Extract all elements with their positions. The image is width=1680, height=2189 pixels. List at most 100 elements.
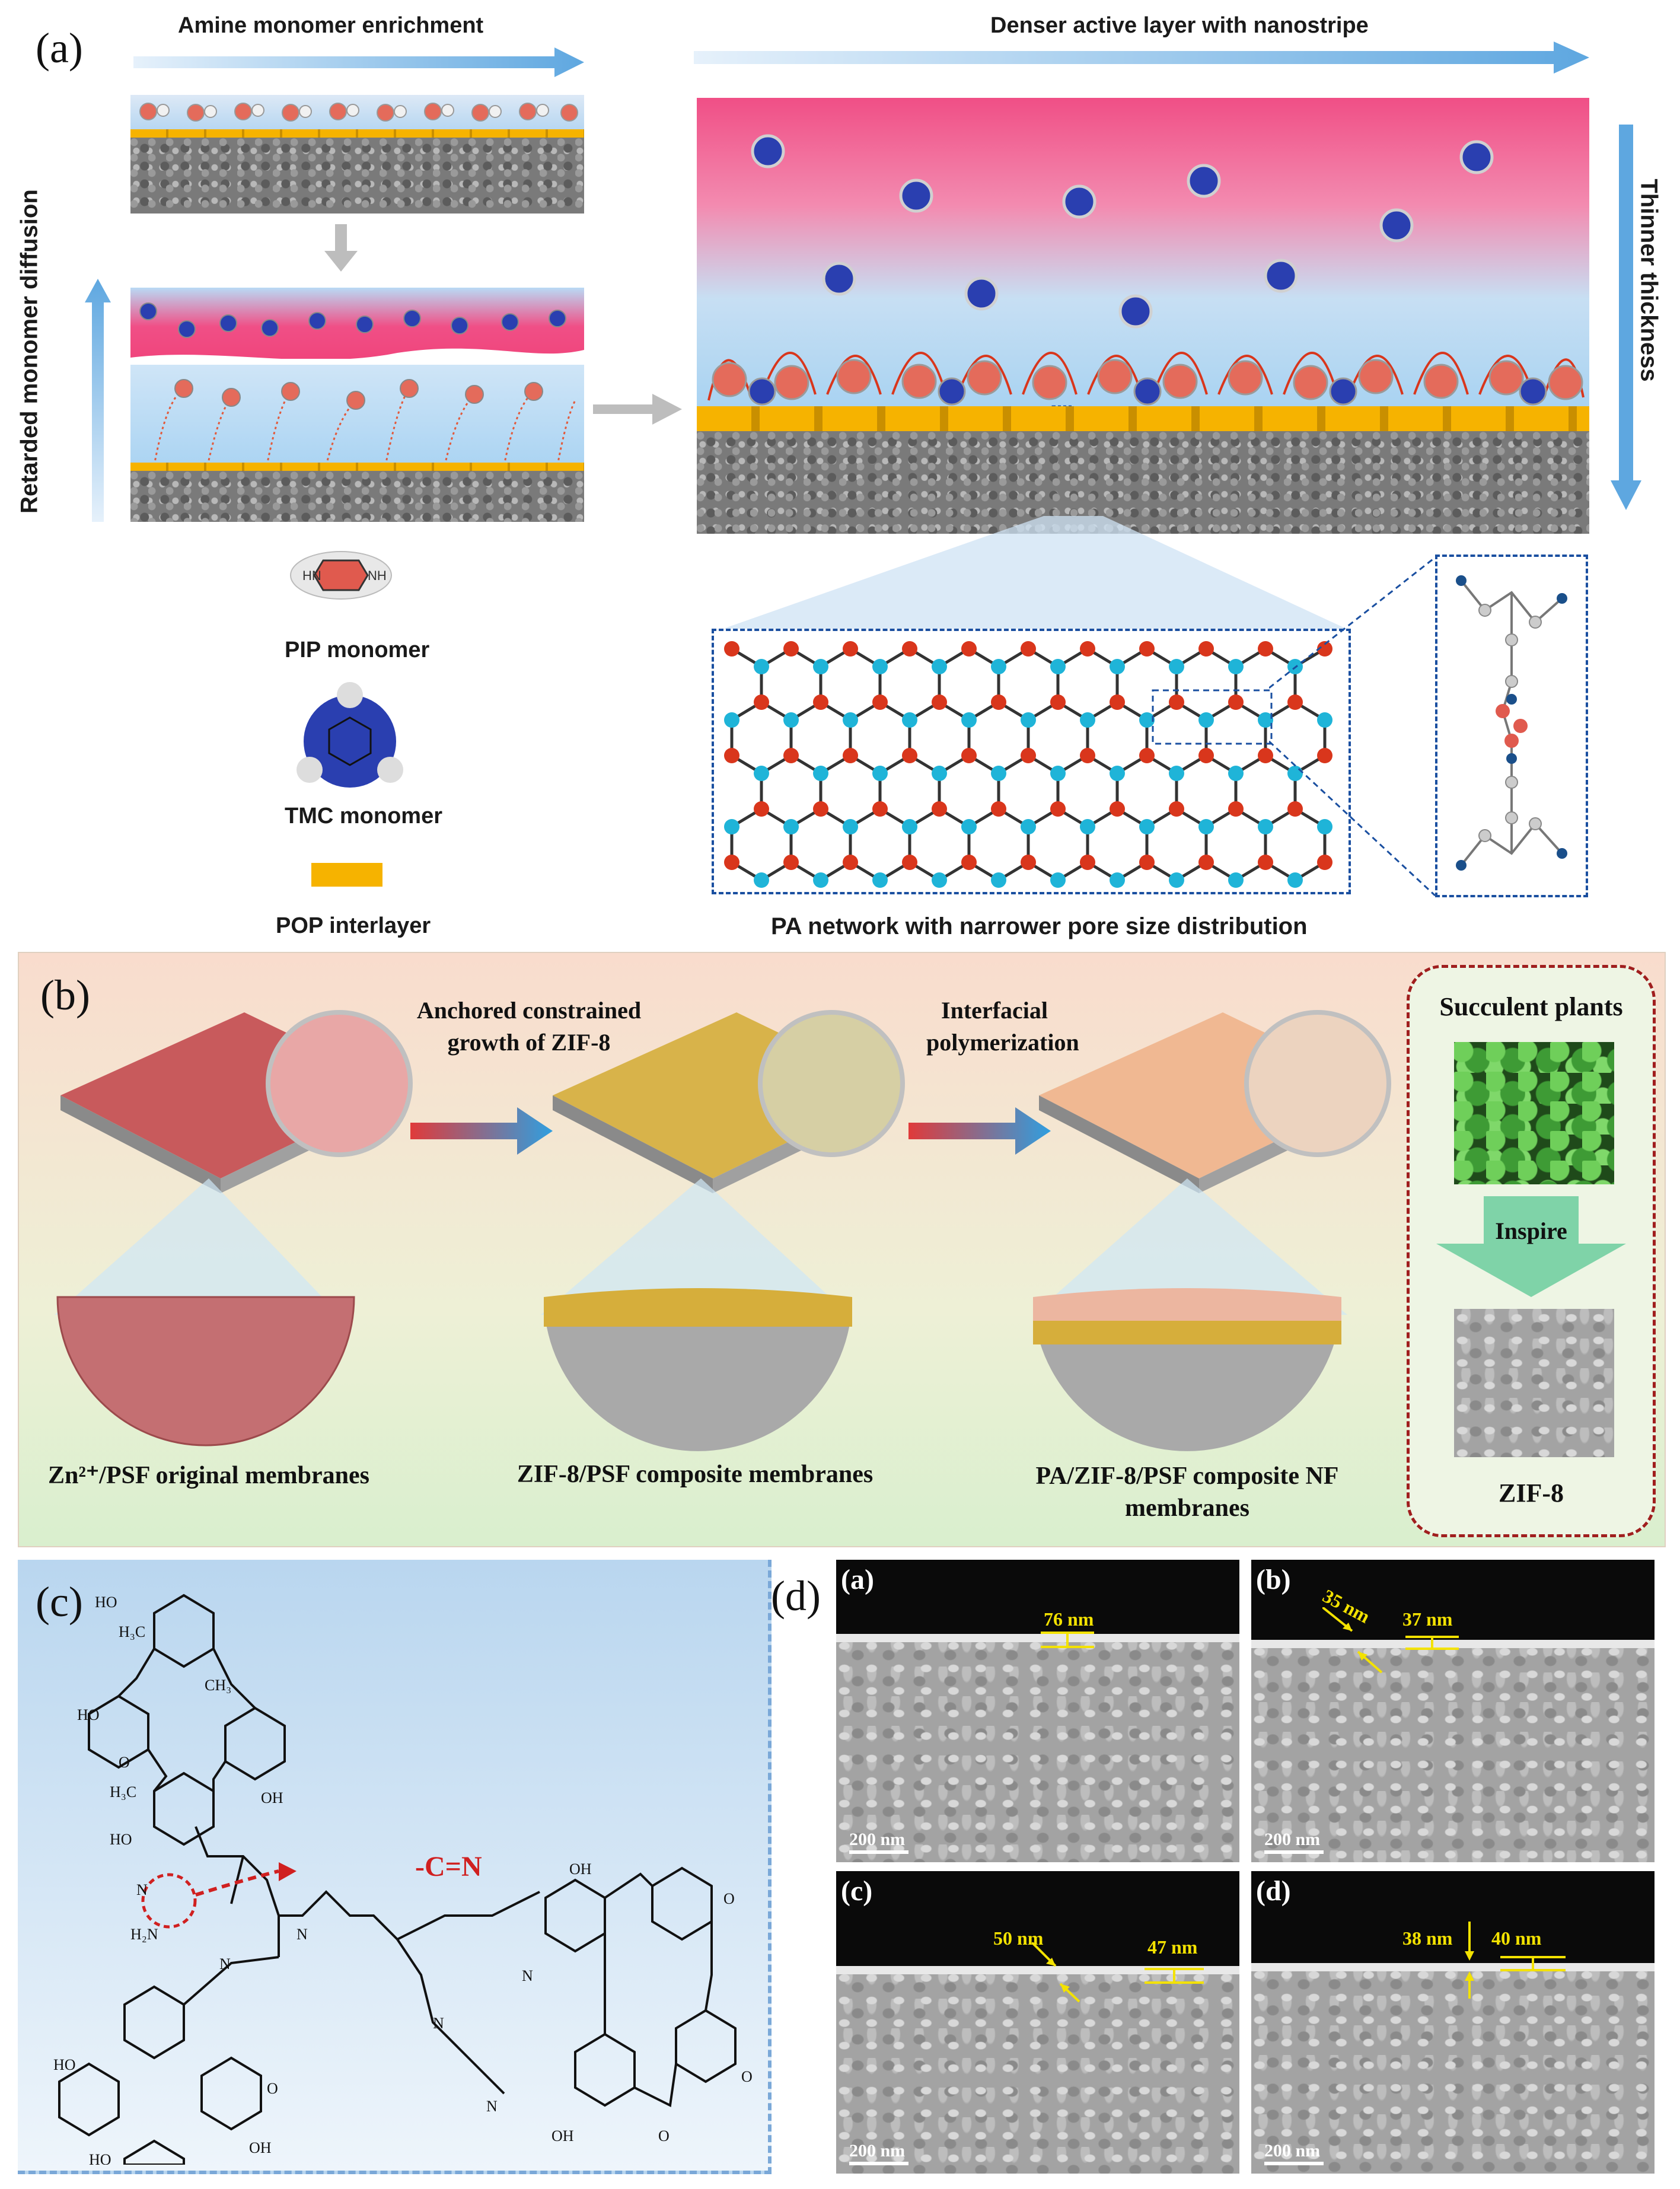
top-right-title: Denser active layer with nanostripe — [990, 13, 1369, 38]
caption-zif8-psf: ZIF-8/PSF composite membranes — [517, 1461, 874, 1488]
pop-interlayer-swatch — [311, 863, 382, 887]
sem-a-label: (a) — [841, 1564, 874, 1595]
svg-text:N: N — [486, 2098, 498, 2115]
sem-a-thickness: 76 nm — [1044, 1608, 1094, 1630]
active-layer-schematic — [697, 98, 1589, 534]
svg-text:H₃C: H₃C — [119, 1623, 145, 1640]
top-left-title: Amine monomer enrichment — [178, 13, 484, 38]
top-right-arrow — [694, 42, 1589, 74]
pa-network-box — [712, 629, 1351, 894]
sem-b-thickness-2: 37 nm — [1402, 1608, 1453, 1630]
diffusion-membrane — [130, 288, 584, 522]
panel-c-letter: (c) — [36, 1578, 83, 1626]
tmc-monomer-icon — [297, 682, 403, 788]
svg-text:HO: HO — [110, 1831, 132, 1848]
sem-d-scale: 200 nm — [1264, 2141, 1321, 2161]
svg-text:O: O — [119, 1754, 130, 1771]
zif8-label: ZIF-8 — [1499, 1479, 1564, 1508]
panel-b-letter: (b) — [40, 971, 90, 1019]
sem-d-label: (d) — [1256, 1875, 1291, 1907]
enrichment-membrane — [130, 95, 584, 214]
sem-image-d: (d) 38 nm 40 nm 200 nm — [1251, 1871, 1655, 2174]
svg-text:OH: OH — [261, 1789, 283, 1806]
svg-text:O: O — [741, 2068, 753, 2085]
chain-zoom-box — [1435, 555, 1588, 897]
caption-zn-psf: Zn²⁺/PSF original membranes — [48, 1462, 369, 1489]
arrow-step1 — [410, 1107, 553, 1155]
zn-psf-cross-section — [56, 1296, 355, 1446]
pa-zif8-psf-membrane — [1039, 1010, 1391, 1193]
succulent-box: Succulent plants Inspire ZIF-8 — [1407, 965, 1656, 1537]
sem-b-label: (b) — [1256, 1564, 1291, 1595]
svg-text:O: O — [723, 1890, 735, 1907]
step2-label: Interfacial polymerization — [926, 997, 1079, 1056]
pip-monomer-icon: HN NH — [290, 551, 392, 600]
cones — [55, 1178, 1347, 1315]
svg-text:N: N — [522, 1967, 533, 1984]
sem-d-thickness-1: 38 nm — [1402, 1927, 1453, 1949]
sem-b-arrows — [1322, 1607, 1459, 1674]
sem-image-a: (a) 76 nm 200 nm — [836, 1560, 1239, 1862]
zoom-cone — [723, 516, 1346, 629]
sem-b-scale: 200 nm — [1264, 1830, 1321, 1849]
pop-interlayer-label: POP interlayer — [276, 913, 431, 938]
svg-text:HO: HO — [53, 2056, 76, 2073]
svg-text:OH: OH — [552, 2127, 574, 2145]
svg-text:HN: HN — [302, 568, 321, 583]
sem-a-scale: 200 nm — [849, 1830, 906, 1849]
panel-a: (a) Amine monomer enrichment Denser acti… — [0, 0, 1680, 949]
panel-b: (b) Anchored constrained growth of ZIF-8… — [18, 952, 1666, 1547]
svg-text:N: N — [136, 1881, 148, 1898]
cn-annotation: -C=N — [415, 1851, 482, 1882]
arrow-step2 — [908, 1107, 1051, 1155]
inspire-label: Inspire — [1495, 1218, 1567, 1244]
tmc-monomer-label: TMC monomer — [285, 804, 442, 829]
svg-text:HO: HO — [95, 1594, 117, 1611]
down-arrow — [324, 224, 358, 272]
zn-psf-membrane — [60, 1010, 413, 1193]
right-vertical-arrow — [1611, 125, 1641, 510]
top-left-arrow — [133, 47, 584, 77]
svg-text:H₃C: H₃C — [110, 1783, 136, 1801]
sem-c-scale: 200 nm — [849, 2141, 906, 2161]
panel-d: (d) (a) 76 nm 200 nm (b) 35 nm 37 nm 200… — [771, 1560, 1660, 2177]
svg-text:HO: HO — [77, 1706, 100, 1723]
zoom-lines — [1269, 556, 1436, 897]
svg-text:NH: NH — [368, 568, 387, 583]
caption-pa-zif8: PA/ZIF-8/PSF composite NF membranes — [1035, 1462, 1339, 1522]
svg-text:OH: OH — [249, 2139, 272, 2156]
succulent-title: Succulent plants — [1439, 992, 1623, 1021]
left-vertical-label: Retarded monomer diffusion — [16, 189, 43, 514]
svg-text:O: O — [658, 2127, 670, 2145]
pa-cross-section — [1033, 1288, 1341, 1451]
step1-label: Anchored constrained growth of ZIF-8 — [416, 997, 642, 1056]
sem-d-arrows — [1465, 1922, 1566, 1999]
sem-image-c: (c) 50 nm 47 nm 200 nm — [836, 1871, 1239, 2174]
sem-c-arrows — [1032, 1942, 1204, 2003]
sem-d-thickness-2: 40 nm — [1491, 1927, 1542, 1949]
svg-text:H₂N: H₂N — [130, 1926, 158, 1943]
inspire-arrow — [1436, 1196, 1626, 1297]
sem-image-b: (b) 35 nm 37 nm 200 nm — [1251, 1560, 1655, 1862]
zif8-cross-section — [544, 1288, 852, 1451]
svg-text:O: O — [267, 2080, 278, 2097]
svg-text:HO: HO — [89, 2151, 111, 2165]
succulent-photo — [1454, 1042, 1614, 1184]
sem-c-thickness-2: 47 nm — [1147, 1936, 1198, 1958]
svg-text:OH: OH — [569, 1860, 592, 1878]
right-arrow — [593, 394, 682, 425]
zif8-psf-membrane — [553, 1010, 905, 1193]
svg-text:N: N — [219, 1955, 231, 1973]
sem-a-bracket — [1041, 1632, 1094, 1648]
sem-c-label: (c) — [841, 1875, 873, 1907]
panel-a-letter: (a) — [36, 24, 83, 72]
network-caption: PA network with narrower pore size distr… — [771, 913, 1308, 939]
pip-monomer-label: PIP monomer — [285, 638, 430, 662]
svg-text:N: N — [433, 2015, 444, 2032]
svg-text:N: N — [297, 1926, 308, 1943]
left-vertical-arrow — [85, 279, 111, 522]
svg-text:CH₃: CH₃ — [205, 1677, 231, 1694]
panel-d-letter: (d) — [771, 1572, 821, 1620]
